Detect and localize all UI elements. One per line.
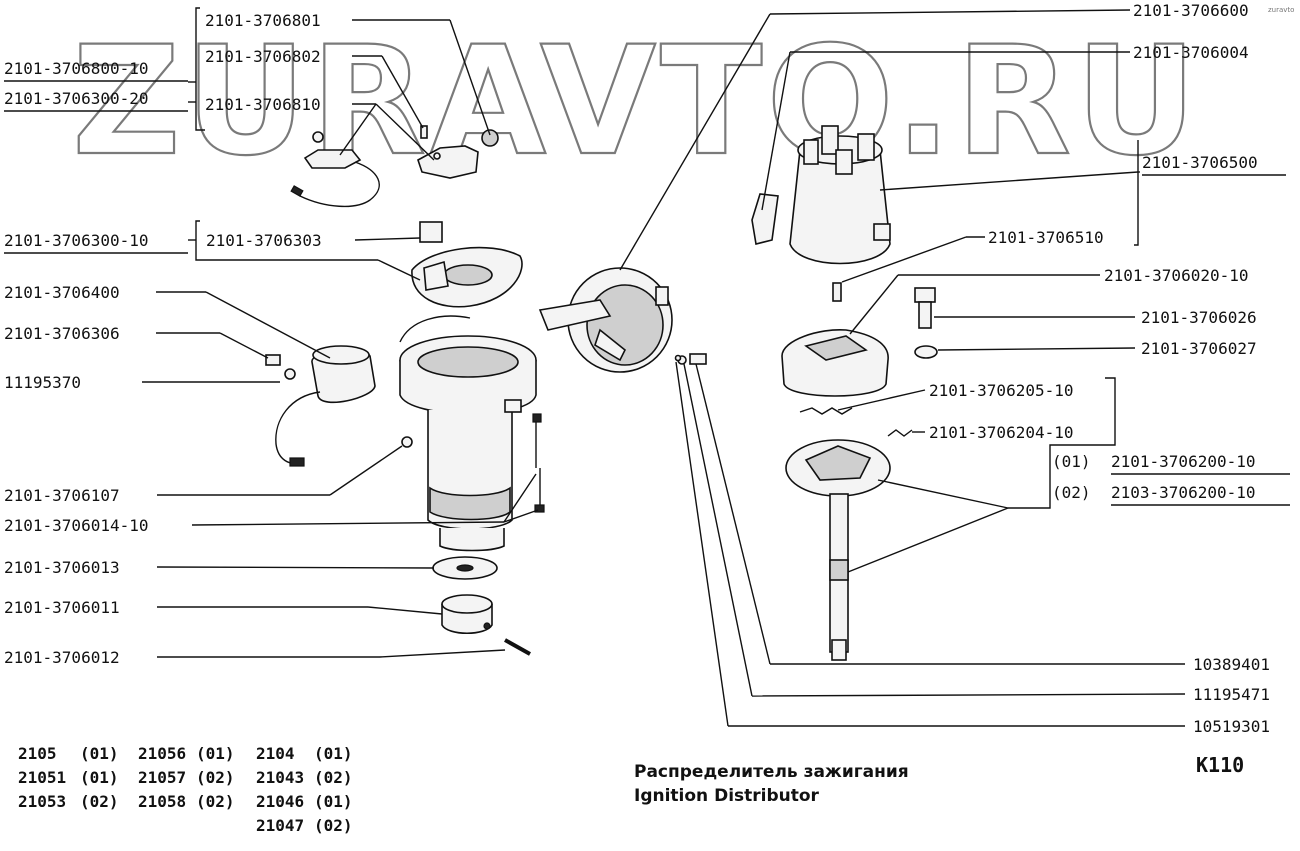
page-code: K110 xyxy=(1196,753,1244,777)
label-2101-3706510: 2101-3706510 xyxy=(988,228,1104,247)
label-2101-3706800-10: 2101-3706800-10 xyxy=(4,59,149,78)
label-11195471: 11195471 xyxy=(1193,685,1270,704)
model-name: 21058 xyxy=(138,792,186,811)
label-2101-3706013: 2101-3706013 xyxy=(4,558,120,577)
label-2101-3706014-10: 2101-3706014-10 xyxy=(4,516,149,535)
label-2101-3706500: 2101-3706500 xyxy=(1142,153,1258,172)
model-variant: (02) xyxy=(314,816,353,835)
label-variant-01: (01) xyxy=(1052,452,1091,471)
label-10519301: 10519301 xyxy=(1193,717,1270,736)
model-name: 21057 xyxy=(138,768,186,787)
model-name: 21056 xyxy=(138,744,186,763)
label-2101-3706810: 2101-3706810 xyxy=(205,95,321,114)
model-table: 2105 (01) 21051 (01) 21053 (02) 21056 (0… xyxy=(18,744,353,835)
model-name: 21047 xyxy=(256,816,304,835)
label-2101-3706200-10: 2101-3706200-10 xyxy=(1111,452,1256,471)
model-name: 2105 xyxy=(18,744,57,763)
part-labels: 2101-3706801 2101-3706802 2101-3706810 2… xyxy=(4,1,1290,736)
model-variant: (01) xyxy=(80,744,119,763)
label-2101-3706027: 2101-3706027 xyxy=(1141,339,1257,358)
label-2101-3706204-10: 2101-3706204-10 xyxy=(929,423,1074,442)
label-2101-3706020-10: 2101-3706020-10 xyxy=(1104,266,1249,285)
label-2101-3706802: 2101-3706802 xyxy=(205,47,321,66)
watermark-text: ZURAVTO.RU xyxy=(72,15,1201,189)
carbon-brush xyxy=(832,282,842,302)
title-russian: Распределитель зажигания xyxy=(634,762,909,782)
spring-1 xyxy=(799,407,853,415)
distributor-cap xyxy=(751,125,891,265)
bolt xyxy=(914,287,936,329)
label-2101-3706300-10: 2101-3706300-10 xyxy=(4,231,149,250)
condenser xyxy=(265,345,376,467)
title-english: Ignition Distributor xyxy=(634,786,820,806)
plain-washer xyxy=(914,345,938,359)
label-2101-3706012: 2101-3706012 xyxy=(4,648,120,667)
model-variant: (02) xyxy=(196,792,235,811)
model-variant: (01) xyxy=(80,768,119,787)
model-name: 21046 xyxy=(256,792,304,811)
coupling xyxy=(441,594,493,635)
ground-lead xyxy=(532,413,545,513)
leader-lines xyxy=(142,7,1186,727)
label-11195370: 11195370 xyxy=(4,373,81,392)
label-2101-3706400: 2101-3706400 xyxy=(4,283,120,302)
model-variant: (02) xyxy=(80,792,119,811)
spring-2 xyxy=(887,429,913,437)
label-2101-3706011: 2101-3706011 xyxy=(4,598,120,617)
pin xyxy=(504,638,531,656)
washer-hole xyxy=(456,564,474,572)
model-name: 21053 xyxy=(18,792,66,811)
breaker-plate xyxy=(411,221,523,308)
small-circlip xyxy=(674,354,682,362)
model-name: 21051 xyxy=(18,768,66,787)
label-2101-3706303: 2101-3706303 xyxy=(206,231,322,250)
label-10389401: 10389401 xyxy=(1193,655,1270,674)
label-2101-3706306: 2101-3706306 xyxy=(4,324,120,343)
model-variant: (01) xyxy=(314,792,353,811)
label-2101-3706801: 2101-3706801 xyxy=(205,11,321,30)
vacuum-advance xyxy=(538,267,707,373)
breaker-contact-parts xyxy=(290,125,499,208)
model-variant: (02) xyxy=(314,768,353,787)
rotor xyxy=(781,329,889,397)
label-2101-3706205-10: 2101-3706205-10 xyxy=(929,381,1074,400)
distributor-housing xyxy=(399,315,537,552)
label-2101-3706004: 2101-3706004 xyxy=(1133,43,1249,62)
label-2101-3706026: 2101-3706026 xyxy=(1141,308,1257,327)
model-name: 2104 xyxy=(256,744,295,763)
corner-mark: zuravto xyxy=(1268,6,1294,14)
label-2101-3706300-20: 2101-3706300-20 xyxy=(4,89,149,108)
label-variant-02: (02) xyxy=(1052,483,1091,502)
model-variant: (01) xyxy=(196,744,235,763)
model-name: 21043 xyxy=(256,768,304,787)
model-variant: (01) xyxy=(314,744,353,763)
shaft-assembly xyxy=(785,439,891,661)
label-2101-3706107: 2101-3706107 xyxy=(4,486,120,505)
label-2101-3706600: 2101-3706600 xyxy=(1133,1,1249,20)
label-2103-3706200-10: 2103-3706200-10 xyxy=(1111,483,1256,502)
model-variant: (02) xyxy=(196,768,235,787)
